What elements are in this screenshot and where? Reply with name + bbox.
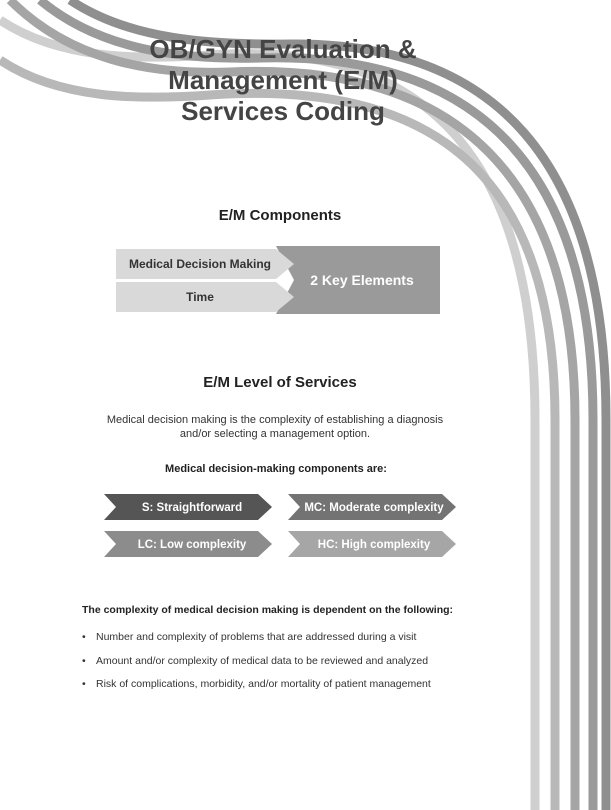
description-line: and/or selecting a management option. [179,428,371,440]
component-chevron [116,249,294,279]
level-label: S: Straightforward [142,502,242,514]
component-chevron [116,282,294,312]
bullet-icon: • [82,654,86,667]
level-label: LC: Low complexity [138,539,247,551]
components-heading: E/M Components [218,207,342,224]
dependency-list: • Number and complexity of problems that … [82,630,512,701]
components-diagram: Medical Decision Making Time 2 Key Eleme… [116,246,440,314]
result-block [276,246,440,314]
level-chevron [288,531,456,557]
decorative-arc [67,0,611,810]
dependency-heading: The complexity of medical decision makin… [82,604,454,616]
level-label: HC: High complexity [318,539,431,551]
list-item: • Number and complexity of problems that … [82,630,512,654]
decorative-arc [0,56,560,810]
component-label: Medical Decision Making [129,257,271,271]
list-item: • Risk of complications, morbidity, and/o… [82,677,512,701]
levels-heading: E/M Level of Services [203,374,357,391]
component-label: Time [186,290,214,304]
list-item-text: Amount and/or complexity of medical data… [96,654,429,667]
list-item-text: Risk of complications, morbidity, and/or… [96,678,431,690]
bullet-icon: • [82,631,86,643]
list-item: • Amount and/or complexity of medical dat… [82,654,512,678]
result-label: 2 Key Elements [310,272,414,288]
levels-description: Medical decision making is the complexit… [90,413,460,441]
page-title: OB/GYN Evaluation & Management (E/M) Ser… [110,34,456,127]
level-chevron [288,494,456,520]
page-title-line: Management (E/M) [168,65,398,95]
page-title-line: Services Coding [181,96,385,126]
bullet-icon: • [82,678,86,690]
decorative-arc [6,0,580,810]
level-chevron [104,494,272,520]
levels-subheading: Medical decision-making components are: [165,463,387,475]
level-label: MC: Moderate complexity [304,502,444,514]
description-line: Medical decision making is the complexit… [106,414,444,426]
decorative-arc [37,0,598,810]
page-title-line: OB/GYN Evaluation & [149,34,417,64]
list-item-text: Number and complexity of problems that a… [96,631,417,643]
levels-diagram: S: Straightforward MC: Moderate complexi… [104,494,456,557]
level-chevron [104,531,272,557]
